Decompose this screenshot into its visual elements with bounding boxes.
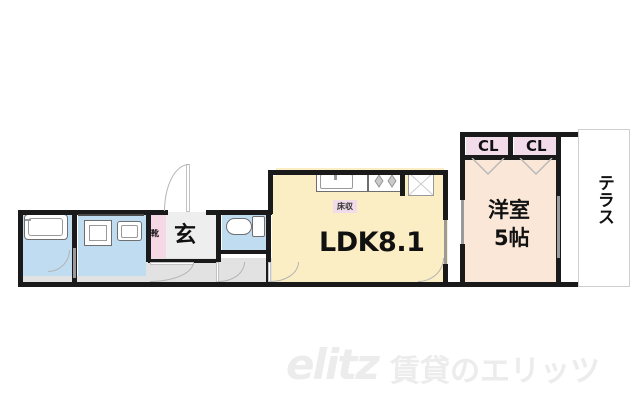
wall-kitchen-divider <box>400 170 405 196</box>
western-room-label-line2: 5帖 <box>494 226 530 250</box>
closet-left-label: CL <box>478 137 499 155</box>
closet-right <box>514 136 556 158</box>
terrace-area <box>578 129 630 287</box>
wall-closet-divider <box>508 134 513 158</box>
wall-ldk-left <box>268 174 273 214</box>
wall-entrance-step <box>148 259 216 263</box>
entrance-label: 玄 <box>174 223 197 248</box>
watermark: elitz 賃貸のエリッツ <box>286 334 636 389</box>
bath-door-opening <box>73 248 76 278</box>
wall-wroom-left-mid <box>460 160 465 200</box>
wall-washroom-entrance <box>146 210 151 262</box>
bath-faucet-icon <box>25 219 31 221</box>
kitchen-faucet-icon <box>334 172 337 180</box>
shoe-box <box>150 212 166 264</box>
watermark-brand: elitz <box>286 340 380 389</box>
watermark-tagline: 賃貸のエリッツ <box>390 354 600 389</box>
western-room-label-line1: 洋室 <box>488 198 530 222</box>
wall-bath-washroom <box>72 210 77 282</box>
floor-storage-label: 床収 <box>333 200 357 213</box>
toilet-door-leaf <box>216 262 219 282</box>
closet-right-label: CL <box>526 137 547 155</box>
terrace-label: テラス <box>593 174 614 225</box>
stove-burners-icon <box>374 174 397 188</box>
counter-edge-line <box>78 214 144 216</box>
closet-right-door-indicator <box>519 158 553 175</box>
closet-left <box>466 136 508 158</box>
wall-wroom-left-top <box>460 132 465 162</box>
entrance-floor <box>166 212 216 264</box>
wall-wroom-top <box>460 132 578 137</box>
closet-left-door-indicator <box>471 158 505 175</box>
vanity-basin-icon <box>121 225 138 238</box>
wall-toilet-bottom <box>218 250 268 254</box>
washing-machine-inner-icon <box>89 225 107 241</box>
bathtub-inner-icon <box>28 218 63 236</box>
wall-outer-left <box>18 210 23 287</box>
wall-bottom-left <box>18 282 448 287</box>
wroom-opening <box>461 200 464 244</box>
wroom-window <box>557 196 560 258</box>
ldk-label: LDK8.1 <box>319 227 425 258</box>
wall-bottom-right <box>444 282 578 287</box>
western-room-floor <box>464 160 560 282</box>
wall-entrance-toilet <box>216 210 221 262</box>
wall-wroom-left-bottom <box>460 244 465 286</box>
wall-top-left-wing <box>18 210 168 215</box>
wall-top-entrance <box>206 210 272 215</box>
shoe-box-label: 靴 <box>151 229 159 238</box>
wall-ldk-right-upper <box>443 170 448 220</box>
wall-ldk-right-lower <box>443 264 448 286</box>
refrigerator-cross-icon <box>408 172 434 196</box>
wall-toilet-ldk <box>266 210 271 286</box>
toilet-tank-icon <box>252 216 265 237</box>
ldk-door-leaf <box>268 262 271 282</box>
wall-closet-right <box>556 132 561 160</box>
ldk-room-opening <box>444 220 447 264</box>
toilet-bowl-icon <box>226 218 252 235</box>
entrance-door-swing <box>164 164 189 211</box>
wall-ldk-top <box>268 170 448 175</box>
